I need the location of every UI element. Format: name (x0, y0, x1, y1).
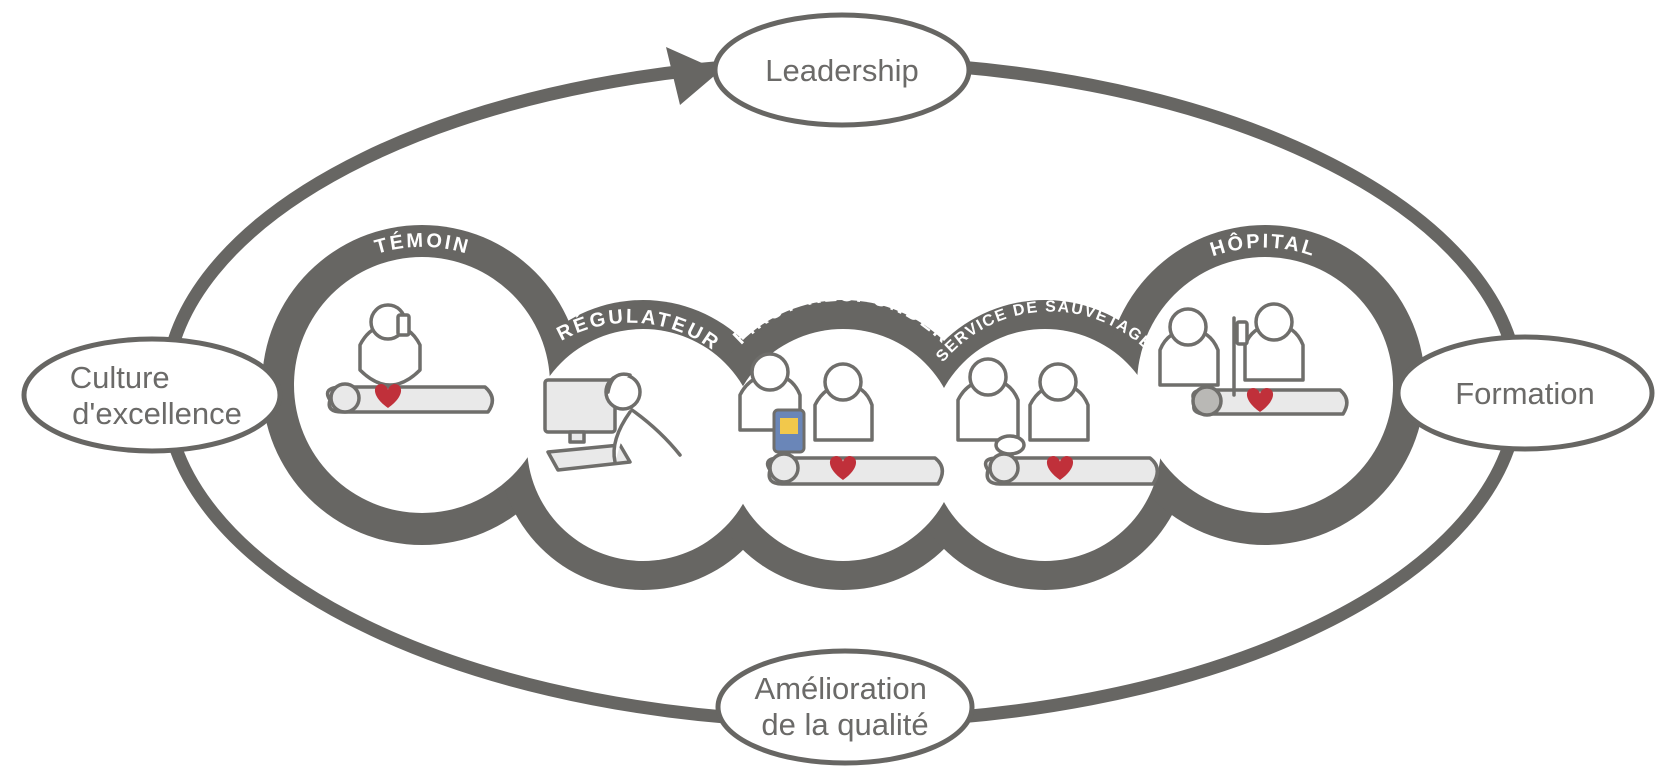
first-responder-aed-icon (738, 352, 945, 486)
chain-of-survival: TÉMOIN RÉGULATEUR FIRST RESPONDER SERVIC… (262, 225, 1425, 590)
hospital-icon (1158, 302, 1349, 417)
dispatcher-icon (543, 372, 682, 472)
rescue-service-icon (956, 357, 1160, 486)
node-culture-excellence-label: Culture d'excellence (70, 360, 242, 431)
node-amelioration-qualite: Amélioration de la qualité (715, 648, 975, 766)
node-formation-label: Formation (1455, 376, 1595, 411)
node-formation: Formation (1395, 334, 1655, 452)
node-leadership-label: Leadership (765, 53, 918, 88)
node-culture-excellence: Culture d'excellence (21, 336, 283, 454)
node-leadership: Leadership (712, 12, 972, 128)
node-amelioration-qualite-label: Amélioration de la qualité (755, 671, 936, 742)
bystander-cpr-icon (325, 303, 495, 414)
cycle-arrowhead (666, 47, 720, 105)
